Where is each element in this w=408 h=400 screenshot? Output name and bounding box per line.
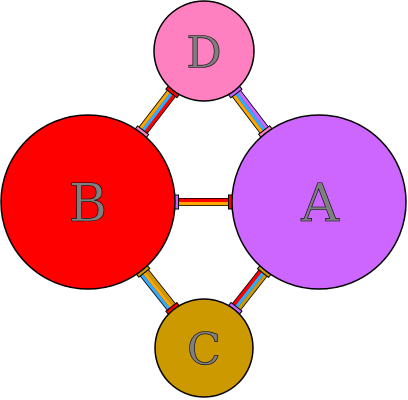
edge-strand: [139, 89, 175, 134]
edge-strand: [233, 89, 268, 134]
node-a-label: A: [300, 174, 340, 234]
edge-strand: [137, 87, 173, 133]
node-b-circle: [0, 114, 176, 290]
node-a-circle: [231, 114, 407, 290]
node-c-circle: [154, 298, 254, 398]
node-d-label: D: [186, 28, 221, 79]
edge-strand: [233, 269, 267, 311]
edge-d-a[interactable]: [225, 83, 275, 141]
edge-strand: [140, 269, 175, 311]
node-c[interactable]: C: [154, 298, 254, 398]
edge-b-a[interactable]: [171, 194, 236, 210]
edge-strand: [230, 267, 264, 309]
edge-strand: [143, 267, 178, 309]
edge-strand: [235, 87, 271, 132]
node-c-label: C: [187, 325, 221, 376]
edge-strand: [142, 91, 178, 136]
node-b-label: B: [69, 174, 107, 234]
node-d[interactable]: D: [153, 0, 255, 102]
edge-d-b[interactable]: [132, 82, 182, 141]
edge-strand: [138, 271, 173, 313]
edge-strand: [230, 91, 266, 136]
edge-strand: [235, 271, 269, 313]
node-a[interactable]: A: [231, 114, 407, 290]
node-b[interactable]: B: [0, 114, 176, 290]
node-d-circle: [153, 0, 255, 102]
